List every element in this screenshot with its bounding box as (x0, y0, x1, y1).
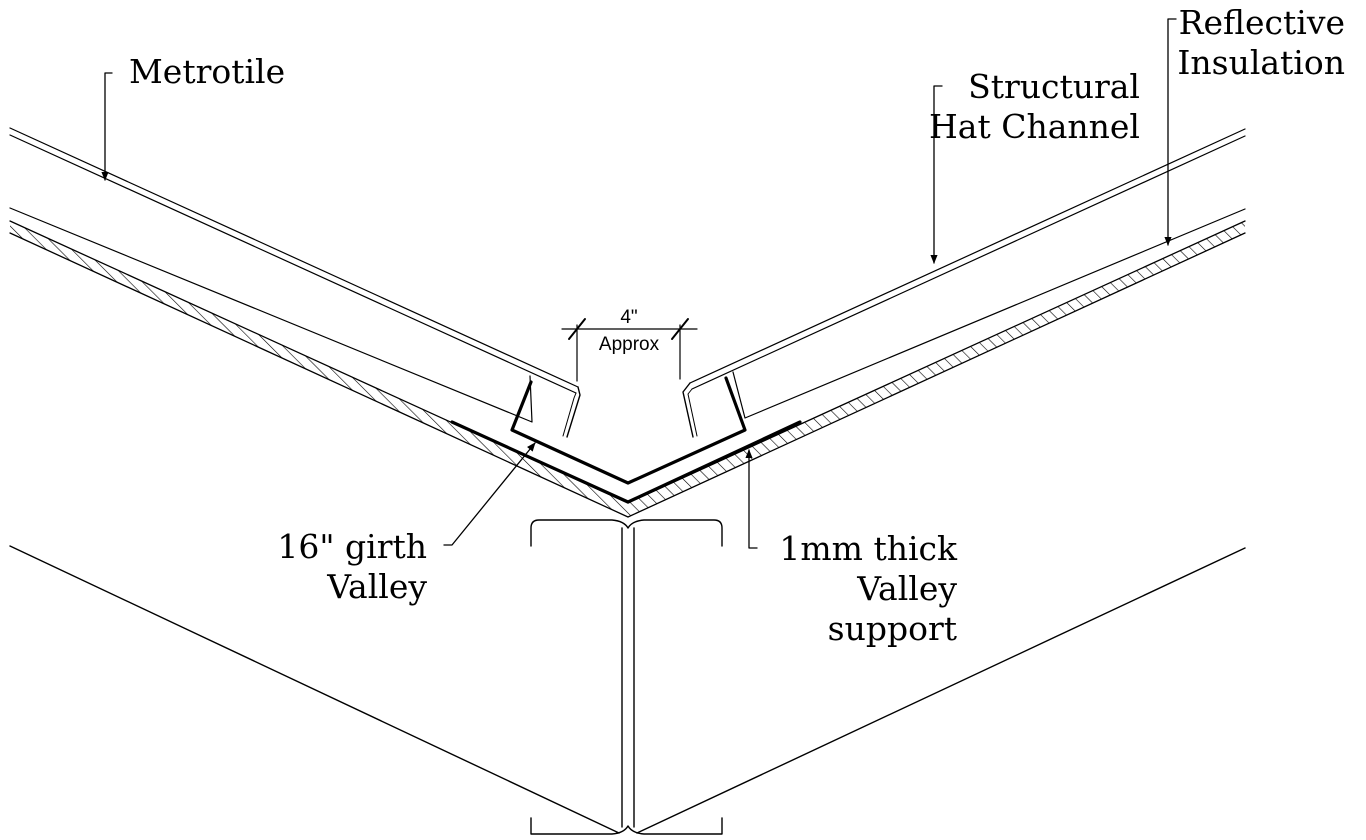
label-hat-channel-line2: Hat Channel (929, 107, 1140, 146)
metrotile-sheet-right (682, 128, 1246, 438)
label-insulation-line2: Insulation (1177, 43, 1345, 82)
insulation-leader (1164, 18, 1177, 246)
metrotile-sheet-left (9, 127, 581, 438)
label-metrotile: Metrotile (129, 52, 285, 91)
dimension-value: 4" (620, 307, 637, 328)
label-support-line3: support (828, 609, 957, 648)
hat-channel-leader (930, 85, 943, 264)
girth-leader (443, 442, 536, 546)
purlin-right (636, 547, 1246, 834)
hat-channel-right (732, 208, 1246, 419)
label-insulation-line1: Reflective (1179, 3, 1345, 42)
girth-valley (510, 376, 747, 485)
hat-channel-left (9, 207, 533, 423)
label-support-line2: Valley (856, 569, 957, 608)
dimension-note: Approx (599, 334, 660, 355)
center-rafter (530, 519, 723, 835)
valley-support (450, 420, 802, 504)
label-support-line1: 1mm thick (779, 529, 958, 568)
dimension-4in: 4" Approx (561, 307, 698, 382)
reflective-insulation (9, 220, 1246, 518)
purlin-left (9, 545, 620, 834)
metrotile-leader (101, 72, 113, 181)
support-leader (745, 449, 758, 549)
label-girth-line1: 16" girth (277, 527, 427, 566)
label-girth-line2: Valley (326, 567, 427, 606)
label-hat-channel-line1: Structural (968, 67, 1140, 106)
